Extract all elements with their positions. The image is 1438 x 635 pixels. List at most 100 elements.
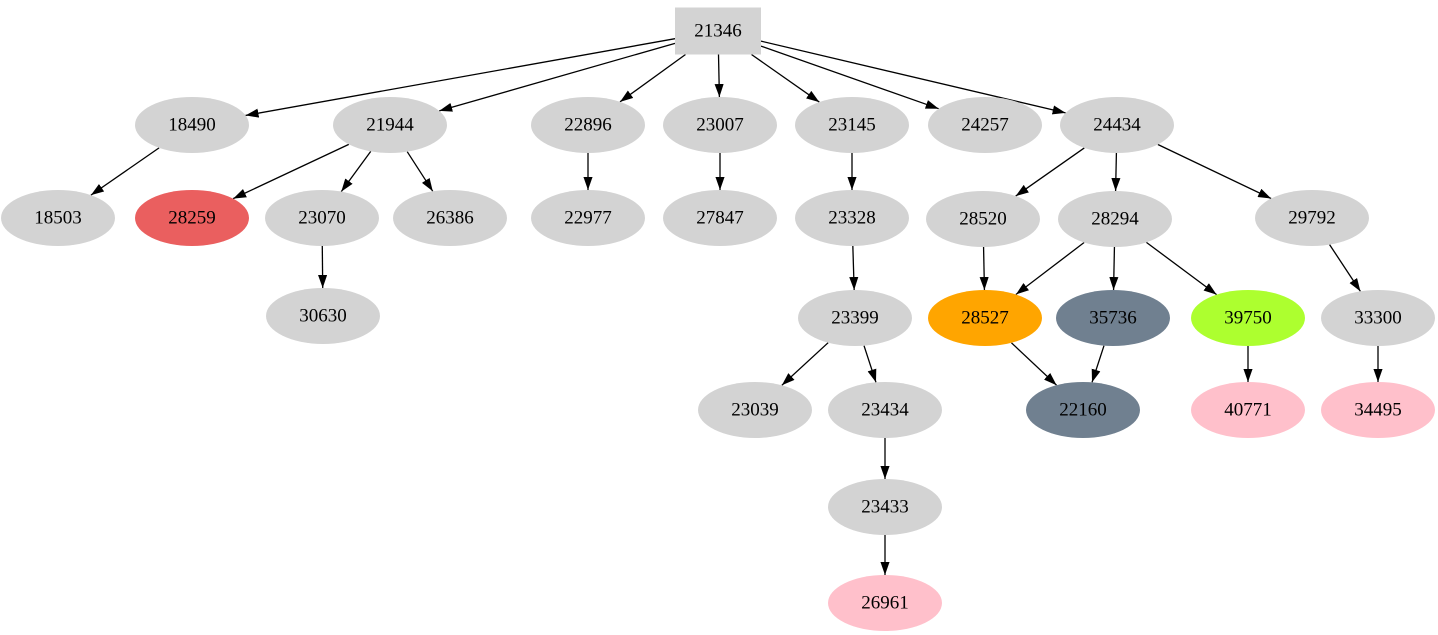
graph-node-26961: 26961 — [828, 575, 942, 631]
graph-node-22896: 22896 — [531, 97, 645, 153]
node-label-26961: 26961 — [861, 592, 909, 613]
graph-node-39750: 39750 — [1191, 290, 1305, 346]
node-ellipse-24257 — [928, 97, 1042, 153]
node-ellipse-22896 — [531, 97, 645, 153]
node-label-27847: 27847 — [696, 207, 744, 228]
edge-29792-to-33300 — [1329, 244, 1361, 292]
graph-node-23007: 23007 — [663, 97, 777, 153]
edge-21346-to-23007 — [714, 54, 724, 98]
graph-node-28520: 28520 — [926, 191, 1040, 247]
edge-21346-to-24434 — [760, 40, 1066, 115]
node-ellipse-28294 — [1058, 191, 1172, 247]
edge-28294-to-35736 — [1109, 246, 1119, 291]
node-ellipse-39750 — [1191, 290, 1305, 346]
graph-node-24257: 24257 — [928, 97, 1042, 153]
node-label-18490: 18490 — [168, 114, 216, 135]
edge-24434-to-28520 — [1015, 147, 1085, 197]
node-ellipse-30630 — [266, 288, 380, 344]
node-label-40771: 40771 — [1224, 399, 1272, 420]
edge-18490-to-18503 — [90, 147, 160, 196]
node-label-29792: 29792 — [1288, 207, 1336, 228]
node-ellipse-27847 — [663, 190, 777, 246]
node-label-23007: 23007 — [696, 114, 744, 135]
node-label-30630: 30630 — [299, 305, 347, 326]
graph-node-23039: 23039 — [698, 382, 812, 438]
edge-24434-to-29792 — [1157, 143, 1272, 200]
graph-node-18490: 18490 — [135, 97, 249, 153]
node-label-22160: 22160 — [1059, 399, 1107, 420]
edge-21944-to-23070 — [340, 150, 372, 193]
graph-node-21346: 21346 — [675, 7, 761, 55]
graph-node-27847: 27847 — [663, 190, 777, 246]
edge-21346-to-18490 — [245, 38, 676, 118]
node-label-28259: 28259 — [168, 207, 216, 228]
node-ellipse-23433 — [828, 479, 942, 535]
node-label-23434: 23434 — [861, 399, 909, 420]
node-label-23070: 23070 — [298, 207, 346, 228]
node-label-18503: 18503 — [34, 207, 82, 228]
edge-21346-to-24257 — [760, 45, 939, 110]
node-label-24257: 24257 — [961, 114, 1009, 135]
node-ellipse-23434 — [828, 382, 942, 438]
node-label-28294: 28294 — [1091, 208, 1139, 229]
graph-node-23399: 23399 — [798, 290, 912, 346]
node-label-24434: 24434 — [1093, 114, 1141, 135]
edge-24434-to-28294 — [1111, 152, 1121, 192]
node-ellipse-28259 — [135, 190, 249, 246]
edge-21346-to-22896 — [619, 53, 686, 103]
node-label-21346: 21346 — [694, 20, 742, 41]
graph-node-18503: 18503 — [1, 190, 115, 246]
node-label-22977: 22977 — [564, 207, 612, 228]
node-label-39750: 39750 — [1224, 307, 1272, 328]
edge-21346-to-21944 — [439, 42, 676, 112]
edge-23328-to-23399 — [849, 245, 859, 291]
node-label-23039: 23039 — [731, 399, 779, 420]
node-ellipse-23145 — [795, 97, 909, 153]
edge-21944-to-26386 — [406, 151, 434, 192]
node-ellipse-35736 — [1056, 290, 1170, 346]
graph-node-23145: 23145 — [795, 97, 909, 153]
edge-23399-to-23039 — [781, 342, 829, 386]
node-ellipse-29792 — [1255, 190, 1369, 246]
node-ellipse-33300 — [1321, 290, 1435, 346]
node-layer: 21346 18490 21944 22896 23007 23145 24257 24434… — [1, 7, 1435, 631]
node-ellipse-23328 — [795, 190, 909, 246]
node-ellipse-21944 — [333, 97, 447, 153]
node-ellipse-22160 — [1026, 382, 1140, 438]
graph-node-35736: 35736 — [1056, 290, 1170, 346]
node-label-23145: 23145 — [828, 114, 876, 135]
node-ellipse-23039 — [698, 382, 812, 438]
graph-node-28527: 28527 — [928, 290, 1042, 346]
node-ellipse-22977 — [531, 190, 645, 246]
graph-node-34495: 34495 — [1321, 382, 1435, 438]
graph-node-23328: 23328 — [795, 190, 909, 246]
edge-23399-to-23434 — [863, 345, 877, 383]
node-label-28520: 28520 — [959, 208, 1007, 229]
node-ellipse-23070 — [265, 190, 379, 246]
node-label-33300: 33300 — [1354, 307, 1402, 328]
graph-node-23070: 23070 — [265, 190, 379, 246]
graph-node-28259: 28259 — [135, 190, 249, 246]
edge-28527-to-22160 — [1010, 342, 1058, 386]
graph-node-28294: 28294 — [1058, 191, 1172, 247]
node-ellipse-18503 — [1, 190, 115, 246]
graph-node-24434: 24434 — [1060, 97, 1174, 153]
node-label-23328: 23328 — [828, 207, 876, 228]
edge-35736-to-22160 — [1091, 345, 1105, 383]
node-ellipse-23007 — [663, 97, 777, 153]
node-label-26386: 26386 — [426, 207, 474, 228]
node-label-22896: 22896 — [564, 114, 612, 135]
edge-28520-to-28527 — [979, 246, 989, 291]
node-label-23433: 23433 — [861, 496, 909, 517]
edge-layer — [90, 38, 1383, 575]
node-ellipse-34495 — [1321, 382, 1435, 438]
graph-node-23434: 23434 — [828, 382, 942, 438]
node-label-34495: 34495 — [1354, 399, 1402, 420]
node-ellipse-28520 — [926, 191, 1040, 247]
graph-node-30630: 30630 — [266, 288, 380, 344]
graph-node-29792: 29792 — [1255, 190, 1369, 246]
graph-node-21944: 21944 — [333, 97, 447, 153]
graph-node-22160: 22160 — [1026, 382, 1140, 438]
